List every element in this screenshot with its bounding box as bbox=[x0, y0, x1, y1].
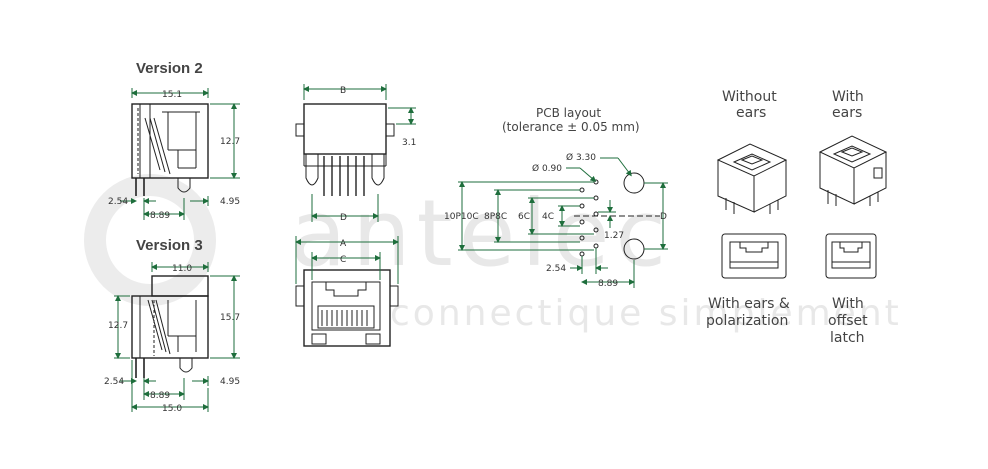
side-dim-3-1: 3.1 bbox=[402, 138, 416, 148]
variant-offset-l2: offset bbox=[828, 313, 868, 329]
v2-height-right: 12.7 bbox=[220, 137, 240, 147]
front-view-drawing: A C bbox=[295, 236, 399, 347]
v3-offset-right: 4.95 bbox=[220, 377, 240, 387]
version3-title: Version 3 bbox=[136, 237, 203, 254]
connector-3d-with-ears bbox=[818, 135, 888, 206]
variant-without-ears-l2: ears bbox=[736, 105, 766, 121]
variants-section: Without ears With ears bbox=[706, 89, 888, 346]
pcb-label-10p10c: 10P10C bbox=[444, 212, 479, 222]
v2-width-top: 15.1 bbox=[162, 90, 182, 100]
variant-offset-l1: With bbox=[832, 296, 864, 312]
pcb-title-line2: (tolerance ± 0.05 mm) bbox=[502, 120, 640, 134]
side-view-drawing: B 3.1 D bbox=[295, 84, 416, 223]
variant-polarization-l1: With ears & bbox=[708, 296, 790, 312]
side-dim-d: D bbox=[340, 213, 347, 223]
pcb-label-8p8c: 8P8C bbox=[484, 212, 507, 222]
front-view-offset-latch bbox=[825, 233, 877, 279]
pcb-dim-1-27: 1.27 bbox=[604, 231, 624, 241]
variant-offset-l3: latch bbox=[830, 330, 865, 346]
watermark-brand: antelec bbox=[290, 180, 672, 287]
front-dim-c: C bbox=[340, 255, 346, 265]
pcb-dim-8-89: 8.89 bbox=[598, 279, 618, 289]
watermark: antelec connectique simplement bbox=[84, 174, 902, 334]
v3-height-left: 12.7 bbox=[108, 321, 128, 331]
connector-3d-without-ears bbox=[716, 143, 788, 214]
pcb-title-line1: PCB layout bbox=[536, 106, 601, 120]
pcb-hole-small: Ø 0.90 bbox=[532, 163, 562, 174]
pcb-layout-drawing: PCB layout (tolerance ± 0.05 mm) Ø 3.30 … bbox=[444, 106, 668, 289]
version2-title: Version 2 bbox=[136, 60, 203, 77]
v3-height-right: 15.7 bbox=[220, 313, 240, 323]
v2-span-bottom: 8.89 bbox=[150, 211, 170, 221]
pcb-label-6c: 6C bbox=[518, 212, 530, 222]
variant-without-ears-l1: Without bbox=[722, 89, 777, 105]
pcb-dim-2-54: 2.54 bbox=[546, 264, 566, 274]
v3-width-bottom: 15.0 bbox=[162, 404, 182, 414]
variant-with-ears-l1: With bbox=[832, 89, 864, 105]
pcb-label-4c: 4C bbox=[542, 212, 554, 222]
version2-drawing: Version 2 15.1 12.7 2.54 8.89 bbox=[108, 60, 240, 221]
side-dim-b: B bbox=[340, 86, 346, 96]
front-dim-a: A bbox=[340, 239, 347, 249]
version3-drawing: Version 3 11.0 12.7 15.7 2.54 bbox=[104, 237, 240, 414]
pcb-dim-d: D bbox=[660, 212, 667, 222]
variant-with-ears-l2: ears bbox=[832, 105, 862, 121]
v3-span-bottom: 8.89 bbox=[150, 391, 170, 401]
v2-offset-right: 4.95 bbox=[220, 197, 240, 207]
v3-width-top: 11.0 bbox=[172, 264, 192, 274]
variant-polarization-l2: polarization bbox=[706, 313, 788, 329]
v3-pitch-left: 2.54 bbox=[104, 377, 124, 387]
front-view-polarization bbox=[721, 233, 787, 279]
v2-pitch-left: 2.54 bbox=[108, 197, 128, 207]
pcb-hole-large: Ø 3.30 bbox=[566, 152, 596, 163]
watermark-tagline: connectique simplement bbox=[390, 293, 902, 334]
